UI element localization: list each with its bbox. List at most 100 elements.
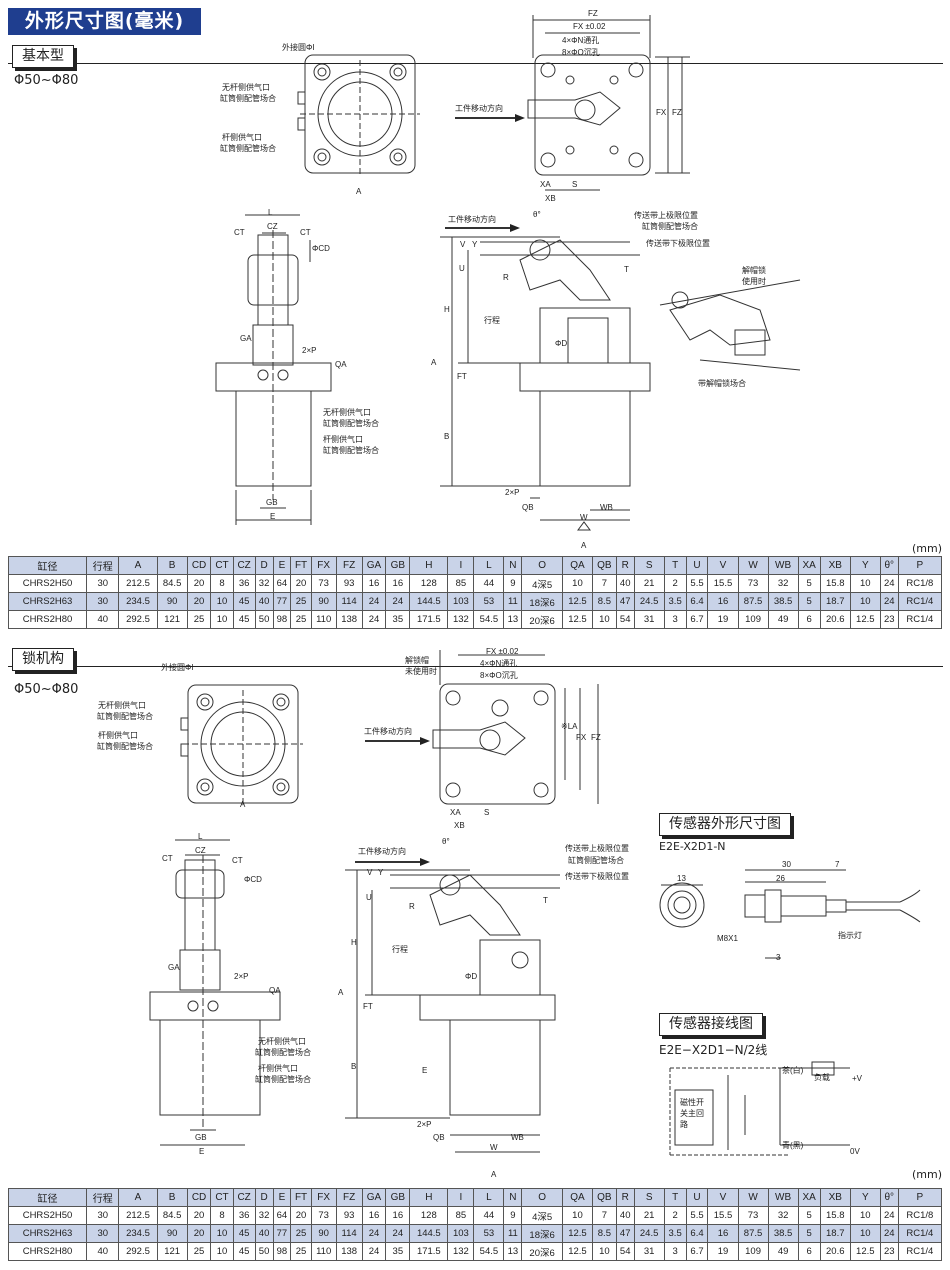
label-piping-case: 缸筒侧配管场合 [97,712,153,721]
table-cell: 292.5 [118,610,158,629]
table-cell: 103 [447,592,475,611]
dim-ct-r: CT [300,228,311,237]
table-cell: 25 [186,1242,212,1261]
dim-fx-tol-2: FX ±0.02 [486,647,519,656]
label-vplus: +V [852,1074,863,1083]
dim-ct-lock: CT [162,854,173,863]
dim-qb-lock: QB [433,1133,445,1142]
label-indicator: 指示灯 [838,931,862,940]
table-cell: 128 [409,574,449,593]
table-cell: 53 [473,1224,505,1243]
table-cell: 8.5 [591,1224,617,1243]
table-cell: 5.5 [685,574,709,593]
table-header: GA [361,1188,387,1207]
table-cell: 20 [290,574,312,593]
table-cell: 24 [385,592,411,611]
dim-theta-lock: θ° [442,837,450,846]
table-header: θ° [879,556,899,575]
label-use-time: 使用时 [742,277,766,286]
table-cell: 3 [663,610,687,629]
dim-qa-lock: QA [269,986,281,995]
table-cell: 10 [849,1206,881,1225]
table-header: H [409,1188,449,1207]
label-piping-case: 缸筒侧配管场合 [220,144,276,153]
table-header: FZ [335,556,363,575]
table-header: N [503,556,523,575]
table-cell: 15.5 [707,574,739,593]
dim-xb-lock: XB [454,821,465,830]
table-cell: 3 [663,1242,687,1261]
table-cell: 9 [503,1206,523,1225]
dim-theta: θ° [533,210,541,219]
table-header: P [897,1188,943,1207]
label-move-dir-2: 工件移动方向 [448,215,496,224]
table-cell: 6 [797,610,821,629]
table-header: CD [186,556,212,575]
table-cell: 64 [272,574,292,593]
table-header: CZ [232,556,256,575]
table-cell: 20 [186,1224,212,1243]
table-cell: 64 [272,1206,292,1225]
dim-ga: GA [240,334,252,343]
dim-u: U [459,264,465,273]
dim-e-lock-side: E [422,1066,428,1075]
dim-30: 30 [782,860,791,869]
table-cell: CHRS2H63 [7,1224,88,1243]
dim-la: ※LA [561,722,578,731]
table-cell: 11 [503,1224,523,1243]
table-cell: 20 [186,1206,212,1225]
label-o-hole-2: 8×ΦO沉孔 [480,671,518,680]
table-cell: 121 [156,1242,188,1261]
label-move-dir-4: 工件移动方向 [358,847,406,856]
table-cell: 138 [335,610,363,629]
dim-gb: GB [266,498,278,507]
label-lower-limit-2: 传送带下极限位置 [565,872,629,881]
table-cell: 24 [385,1224,411,1243]
table-cell: 5 [797,574,821,593]
table-header: FX [310,556,337,575]
table-cell: 8.5 [591,592,617,611]
table-cell: 24 [361,610,387,629]
table-cell: 16 [707,1224,739,1243]
label-piping-case: 缸筒侧配管场合 [97,742,153,751]
table-cell: 10 [591,1242,617,1261]
dim-b-lock: B [351,1062,357,1071]
table-cell: 144.5 [409,592,449,611]
table-header: B [156,1188,188,1207]
table-cell: CHRS2H50 [7,1206,88,1225]
table-cell: CHRS2H50 [7,574,88,593]
label-stroke-2: 行程 [392,945,408,954]
dim-p-lock-side: 2×P [417,1120,432,1129]
table-cell: 53 [473,592,505,611]
table-cell: 2 [663,1206,687,1225]
dim-a-side: A [431,358,437,367]
table-header: B [156,556,188,575]
table-cell: 7 [591,574,617,593]
section-divider [8,63,943,64]
label-o-hole: 8×ΦO沉孔 [562,48,600,57]
dim-gb-lock: GB [195,1133,207,1142]
table-cell: 85 [447,1206,475,1225]
table-header: QA [561,556,593,575]
table-cell: 171.5 [409,1242,449,1261]
table-cell: 5 [797,1224,821,1243]
table-header: Y [849,1188,881,1207]
table-cell: 10 [849,592,881,611]
table-cell: 30 [86,1224,120,1243]
table-cell: 18.7 [819,592,851,611]
table-cell: 21 [633,1206,665,1225]
table-header: D [254,1188,274,1207]
basic-drawings [215,15,801,531]
table-cell: 54.5 [473,1242,505,1261]
table-cell: 90 [156,592,188,611]
table-header: 行程 [86,1188,120,1207]
table-cell: 9 [503,574,523,593]
label-brown: 茶(白) [782,1066,804,1075]
table-cell: 40 [254,1224,274,1243]
table-cell: 90 [156,1224,188,1243]
table-cell: 45 [232,592,256,611]
table-cell: 32 [767,574,799,593]
table-cell: 12.5 [561,610,593,629]
table-cell: 77 [272,1224,292,1243]
table-cell: 138 [335,1242,363,1261]
